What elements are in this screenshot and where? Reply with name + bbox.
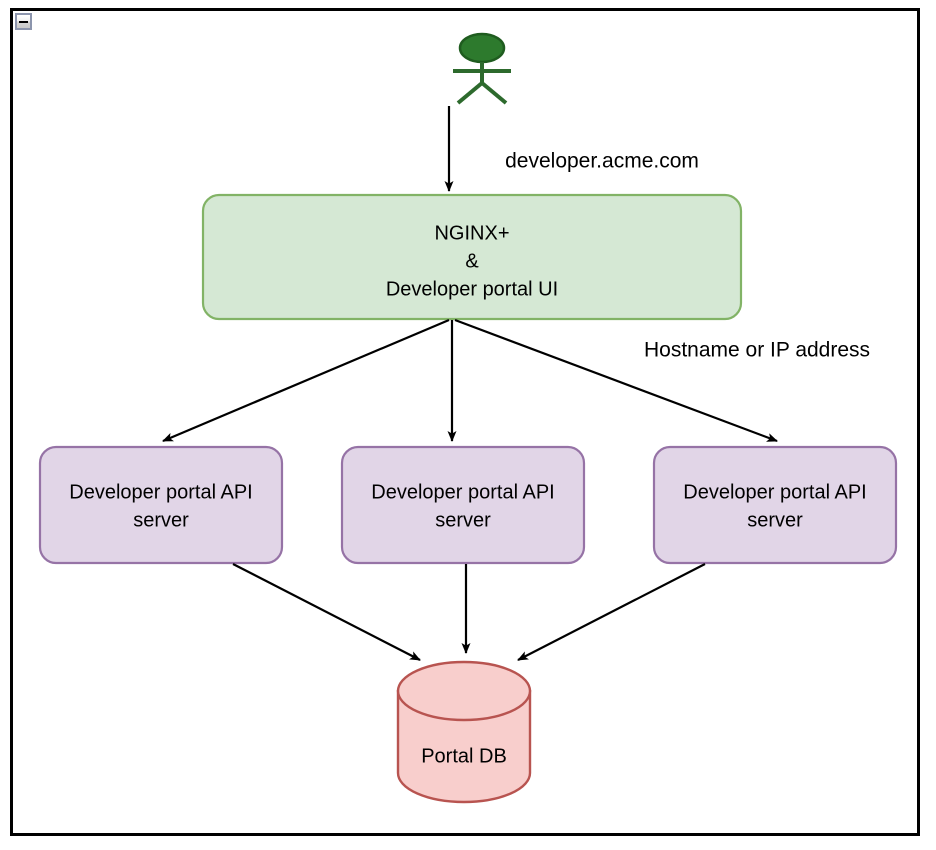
api-server-3-label-line-1: Developer portal API <box>683 481 866 503</box>
api-server-1-label-line-2: server <box>133 509 189 531</box>
nginx-label-line-3: Developer portal UI <box>386 278 558 300</box>
node-api-server-3[interactable] <box>652 445 898 565</box>
api-server-1-label-line-1: Developer portal API <box>69 481 252 503</box>
node-nginx-developer-portal-ui[interactable] <box>201 193 743 321</box>
minus-icon <box>19 20 28 23</box>
portal-db-label: Portal DB <box>421 745 507 767</box>
node-portal-db[interactable] <box>396 660 532 804</box>
edge-label-developer-acme-com: developer.acme.com <box>505 150 699 173</box>
edge-api-server-1-to-db <box>232 563 421 661</box>
edge-nginx-to-api-server-3 <box>454 318 778 443</box>
api-server-2-label-line-1: Developer portal API <box>371 481 554 503</box>
nginx-label-line-2: & <box>465 250 479 272</box>
api-server-2-label-line-2: server <box>435 509 491 531</box>
edge-label-hostname-or-ip: Hostname or IP address <box>644 339 870 362</box>
edge-api-server-3-to-db <box>517 563 706 661</box>
node-api-server-2[interactable] <box>340 445 586 565</box>
nginx-label-line-1: NGINX+ <box>434 222 509 244</box>
api-server-3-label-line-2: server <box>747 509 803 531</box>
stick-figure-actor-icon <box>453 32 511 105</box>
collapse-toggle-button[interactable] <box>15 13 32 30</box>
node-api-server-1[interactable] <box>38 445 284 565</box>
edge-nginx-to-api-server-1 <box>162 318 450 443</box>
